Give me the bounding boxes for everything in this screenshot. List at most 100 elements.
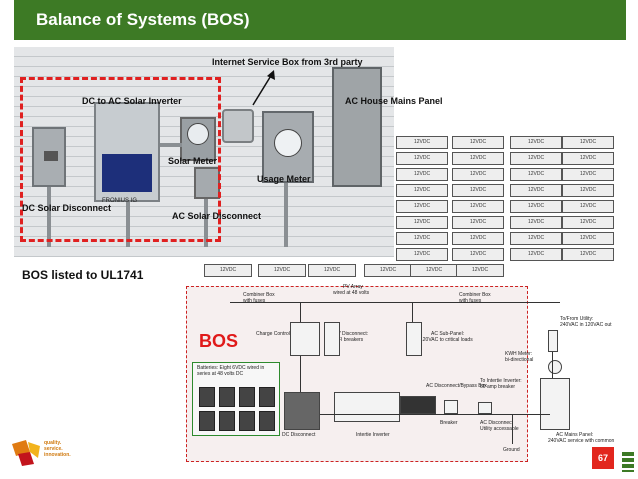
ac-subpanel-label: AC Sub-Panel: xyxy=(431,331,465,337)
mains-panel-device xyxy=(332,67,382,187)
slide-title: Balance of Systems (BOS) xyxy=(36,10,250,29)
pv-module-bottom-4: 12VDC xyxy=(410,264,458,277)
pv-module-3-1: 12VDC xyxy=(562,152,614,165)
pv-module-2-3: 12VDC xyxy=(510,184,562,197)
inverter-device: FRONIUS IG xyxy=(94,102,160,204)
pv-module-3-6: 12VDC xyxy=(562,232,614,245)
battery-cell-1-1 xyxy=(219,411,235,431)
ac-mains-box xyxy=(540,378,570,430)
kwh-meter-sub-label: bi-directional xyxy=(505,357,534,363)
usage-meter-label: Usage Meter xyxy=(257,174,311,184)
battery-cell-1-3 xyxy=(259,411,275,431)
pv-module-bottom-0: 12VDC xyxy=(204,264,252,277)
pv-module-2-7: 12VDC xyxy=(510,248,562,261)
pv-module-3-4: 12VDC xyxy=(562,200,614,213)
wire-v4 xyxy=(552,352,553,378)
kwh-meter-symbol xyxy=(548,360,562,374)
pv-module-bottom-2: 12VDC xyxy=(308,264,356,277)
bos-listed-label: BOS listed to UL1741 xyxy=(22,268,144,282)
utility-box xyxy=(548,330,558,352)
utility-label: To/From Utility: xyxy=(560,316,594,322)
battery-cell-1-2 xyxy=(239,411,255,431)
logo-tagline: quality. service. innovation. xyxy=(44,440,71,458)
page-number: 67 xyxy=(592,447,614,469)
corner-decoration xyxy=(622,452,634,472)
breaker-label: Breaker xyxy=(440,420,458,426)
intertie-right-sub-label: 60 amp breaker xyxy=(480,384,516,390)
pv-disconnect-sub-label: GFI breakers xyxy=(334,337,364,343)
pv-disconnect-label: PV Disconnect: xyxy=(334,331,369,337)
combiner-right-sub-label: with fuses xyxy=(459,298,482,304)
wire-ground xyxy=(512,414,513,444)
internet-box-device xyxy=(222,109,254,143)
pv-module-3-0: 12VDC xyxy=(562,136,614,149)
equipment-photo: FRONIUS IG xyxy=(14,47,394,257)
charge-controller-box xyxy=(290,322,320,356)
inverter-label: DC to AC Solar Inverter xyxy=(82,96,182,106)
wire-v1 xyxy=(300,302,301,322)
ac-bypass-label: AC Disconnect/Bypass Box xyxy=(426,383,487,389)
kwh-meter-label: KWH Meter: xyxy=(505,351,533,357)
pv-module-1-4: 12VDC xyxy=(452,200,504,213)
pv-module-0-1: 12VDC xyxy=(396,152,448,165)
ac-disconnect-sub-label: Utility accessable xyxy=(480,426,519,432)
intertie-inverter-box xyxy=(334,392,400,422)
combiner-right-label: Combiner Box xyxy=(459,292,491,298)
battery-cell-0-3 xyxy=(259,387,275,407)
pv-module-2-4: 12VDC xyxy=(510,200,562,213)
dc-disconnect-box xyxy=(284,392,320,430)
mains-panel-label: AC House Mains Panel xyxy=(345,96,443,106)
combiner-left-sub-label: with fuses xyxy=(243,298,266,304)
solar-meter-device xyxy=(180,117,216,161)
ac-mains-sub-label: 240VAC service with common xyxy=(548,438,615,444)
combiner-left-label: Combiner Box xyxy=(243,292,275,298)
pv-module-1-2: 12VDC xyxy=(452,168,504,181)
pv-module-1-5: 12VDC xyxy=(452,216,504,229)
pv-module-2-0: 12VDC xyxy=(510,136,562,149)
pv-module-0-0: 12VDC xyxy=(396,136,448,149)
pv-module-0-6: 12VDC xyxy=(396,232,448,245)
pv-array-sub-label: wired at 48 volts xyxy=(333,290,370,296)
batteries-box: Batteries: Eight 6VDC wired in series at… xyxy=(192,362,280,436)
dc-disconnect-sch-label: DC Disconnect xyxy=(282,432,316,438)
charge-controller-box-2 xyxy=(324,322,340,356)
battery-cell-0-1 xyxy=(219,387,235,407)
breaker-box xyxy=(444,400,458,414)
intertie-inverter-label: Intertie Inverter xyxy=(356,432,390,438)
wire-v3 xyxy=(300,356,301,392)
wire-main xyxy=(230,302,560,303)
batteries-label: Batteries: Eight 6VDC wired in series at… xyxy=(197,365,265,377)
dc-disconnect-label: DC Solar Disconnect xyxy=(22,203,112,213)
wire-v2 xyxy=(412,302,413,322)
pv-module-0-4: 12VDC xyxy=(396,200,448,213)
logo-line-1: quality. xyxy=(44,440,62,446)
usage-meter-device xyxy=(262,111,314,183)
company-logo xyxy=(12,440,40,466)
pv-module-2-6: 12VDC xyxy=(510,232,562,245)
battery-cell-0-0 xyxy=(199,387,215,407)
internet-box-label: Internet Service Box from 3rd party xyxy=(212,57,363,67)
pv-module-bottom-5: 12VDC xyxy=(456,264,504,277)
pv-module-bottom-1: 12VDC xyxy=(258,264,306,277)
pv-module-2-5: 12VDC xyxy=(510,216,562,229)
charge-controllers-label: Charge Controllers xyxy=(256,331,298,337)
intertie-right-label: To Intertie Inverter: xyxy=(480,378,522,384)
ac-disconnect-device xyxy=(194,167,220,199)
ac-disconnect-box xyxy=(478,402,492,414)
battery-cell-0-2 xyxy=(239,387,255,407)
pv-module-0-3: 12VDC xyxy=(396,184,448,197)
pv-module-1-3: 12VDC xyxy=(452,184,504,197)
pv-module-0-2: 12VDC xyxy=(396,168,448,181)
pv-module-3-5: 12VDC xyxy=(562,216,614,229)
pv-module-1-7: 12VDC xyxy=(452,248,504,261)
ac-disconnect-label: AC Solar Disconnect xyxy=(172,211,262,221)
pv-array-label: PV Array xyxy=(343,284,363,290)
wire-bottom xyxy=(320,414,550,415)
battery-cell-1-0 xyxy=(199,411,215,431)
bos-label: BOS xyxy=(199,331,239,351)
pv-module-1-1: 12VDC xyxy=(452,152,504,165)
slide-header: Balance of Systems (BOS) xyxy=(14,0,626,40)
pv-module-3-2: 12VDC xyxy=(562,168,614,181)
dc-disconnect-device xyxy=(32,127,66,187)
pv-module-0-7: 12VDC xyxy=(396,248,448,261)
